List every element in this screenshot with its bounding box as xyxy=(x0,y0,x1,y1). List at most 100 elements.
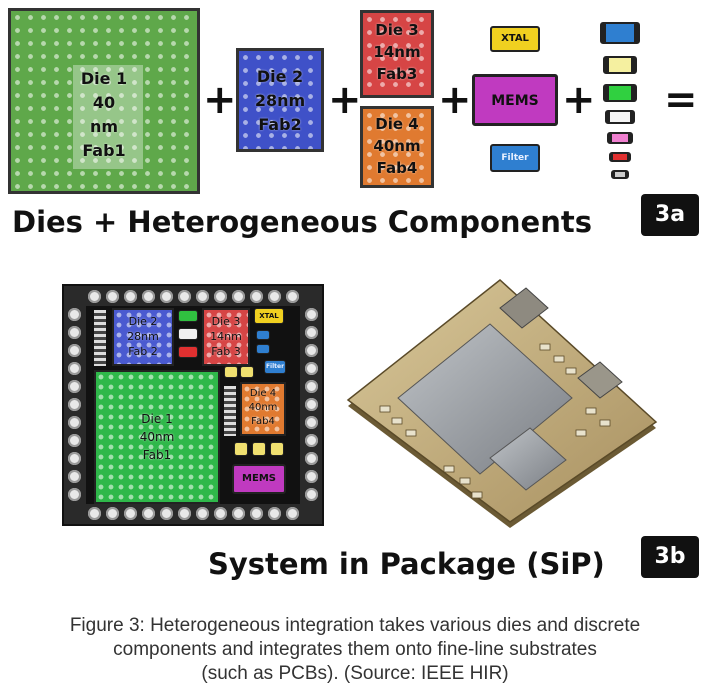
sip-die-1-node: 40nm xyxy=(96,430,218,444)
sip-passive-green xyxy=(178,310,198,322)
bond-pad xyxy=(305,470,318,483)
mems-component: MEMS xyxy=(472,74,558,126)
die-1-name: Die 1 xyxy=(11,69,197,88)
die-3-node: 14nm xyxy=(363,43,431,61)
sip-passive-yellow-5 xyxy=(270,442,284,456)
sip-die-4-node: 40nm xyxy=(242,402,284,413)
sip-die-1-name: Die 1 xyxy=(96,412,218,426)
sip-filter-label: Filter xyxy=(265,363,285,370)
die-3-fab: Fab3 xyxy=(363,65,431,83)
sip-mems: MEMS xyxy=(232,464,286,494)
die-2-fab: Fab2 xyxy=(239,115,321,134)
bond-pad xyxy=(68,380,81,393)
caption-line-2: components and integrates them onto fine… xyxy=(0,638,710,662)
sip-passive-yellow-4 xyxy=(252,442,266,456)
bond-pad xyxy=(124,507,137,520)
sip-die-4-fab: Fab4 xyxy=(242,416,284,427)
passive-component-white xyxy=(605,110,635,124)
passive-component-pink xyxy=(607,132,633,144)
sip-passive-column-right xyxy=(224,386,236,436)
sip-passive-blue-1 xyxy=(256,330,270,340)
sip-passive-yellow-3 xyxy=(234,442,248,456)
die-2-name: Die 2 xyxy=(239,67,321,86)
bond-pad xyxy=(68,488,81,501)
bond-pad xyxy=(232,507,245,520)
section-3b-heading: System in Package (SiP) xyxy=(208,547,605,581)
die-1-node-unit: nm xyxy=(11,117,197,136)
bond-pad xyxy=(305,362,318,375)
plus-sign: + xyxy=(562,80,596,120)
bond-pad xyxy=(268,290,281,303)
bond-pad xyxy=(214,290,227,303)
bond-pad xyxy=(305,434,318,447)
bond-pad xyxy=(68,416,81,429)
bond-pad xyxy=(305,488,318,501)
bond-pad xyxy=(68,452,81,465)
die-2-block: Die 2 28nm Fab2 xyxy=(236,48,324,152)
bond-pad xyxy=(68,470,81,483)
bond-pad xyxy=(68,308,81,321)
bond-pad xyxy=(142,290,155,303)
passive-component-yellow xyxy=(603,56,637,74)
bond-pad xyxy=(106,290,119,303)
bond-pad xyxy=(286,507,299,520)
bond-pad xyxy=(88,290,101,303)
bond-pad xyxy=(178,290,191,303)
die-4-block: Die 4 40nm Fab4 xyxy=(360,106,434,188)
die-3-name: Die 3 xyxy=(363,21,431,39)
sip-die-2-fab: Fab 2 xyxy=(114,345,172,358)
filter-component: Filter xyxy=(490,144,540,172)
sip-filter: Filter xyxy=(264,360,286,374)
bond-pad xyxy=(142,507,155,520)
sip-passive-white xyxy=(178,328,198,340)
xtal-label: XTAL xyxy=(492,33,538,44)
bond-pad xyxy=(178,507,191,520)
sip-passive-column-left xyxy=(94,310,106,366)
bond-pad xyxy=(160,290,173,303)
bond-pad xyxy=(250,290,263,303)
bond-pad xyxy=(305,398,318,411)
bond-pad xyxy=(305,326,318,339)
bond-pad xyxy=(68,326,81,339)
bond-pad xyxy=(286,290,299,303)
die-1-fab: Fab1 xyxy=(11,141,197,160)
passive-component-green xyxy=(603,84,637,102)
bond-pad xyxy=(124,290,137,303)
bond-pad xyxy=(268,507,281,520)
bond-pad xyxy=(232,290,245,303)
sip-die-2-name: Die 2 xyxy=(114,315,172,328)
equals-sign: = xyxy=(664,80,698,120)
bond-pad xyxy=(88,507,101,520)
sip-die-1: Die 1 40nm Fab1 xyxy=(94,370,220,504)
xtal-component: XTAL xyxy=(490,26,540,52)
sip-die-3-name: Die 3 xyxy=(204,315,248,328)
sip-xtal: XTAL xyxy=(254,308,284,324)
sip-die-4: Die 4 40nm Fab4 xyxy=(240,382,286,436)
bond-pad xyxy=(305,452,318,465)
sip-die-2: Die 2 28nm Fab 2 xyxy=(112,308,174,366)
die-1-node-value: 40 xyxy=(11,93,197,112)
sip-passive-yellow-2 xyxy=(240,366,254,378)
sip-mems-label: MEMS xyxy=(234,473,284,484)
bond-pad xyxy=(196,290,209,303)
bond-pad xyxy=(106,507,119,520)
passive-component-gray xyxy=(611,170,629,179)
sip-die-3-node: 14nm xyxy=(204,330,248,343)
sip-substrate: Die 2 28nm Fab 2 Die 3 14nm Fab 3 XTAL F… xyxy=(62,284,324,526)
sip-die-3: Die 3 14nm Fab 3 xyxy=(202,308,250,366)
die-4-name: Die 4 xyxy=(363,115,431,133)
bond-pad xyxy=(214,507,227,520)
sip-die-2-node: 28nm xyxy=(114,330,172,343)
sip-package-photo xyxy=(340,278,664,536)
bond-pad xyxy=(305,416,318,429)
sip-passive-blue-2 xyxy=(256,344,270,354)
badge-3a: 3a xyxy=(641,194,699,236)
bond-pad xyxy=(160,507,173,520)
passive-component-red xyxy=(609,152,631,162)
caption-line-3: (such as PCBs). (Source: IEEE HIR) xyxy=(0,662,710,686)
caption-line-1: Figure 3: Heterogeneous integration take… xyxy=(0,614,710,638)
sip-die-1-fab: Fab1 xyxy=(96,448,218,462)
die-4-fab: Fab4 xyxy=(363,159,431,177)
die-1-block: Die 1 40 nm Fab1 xyxy=(8,8,200,194)
sip-die-3-fab: Fab 3 xyxy=(204,345,248,358)
